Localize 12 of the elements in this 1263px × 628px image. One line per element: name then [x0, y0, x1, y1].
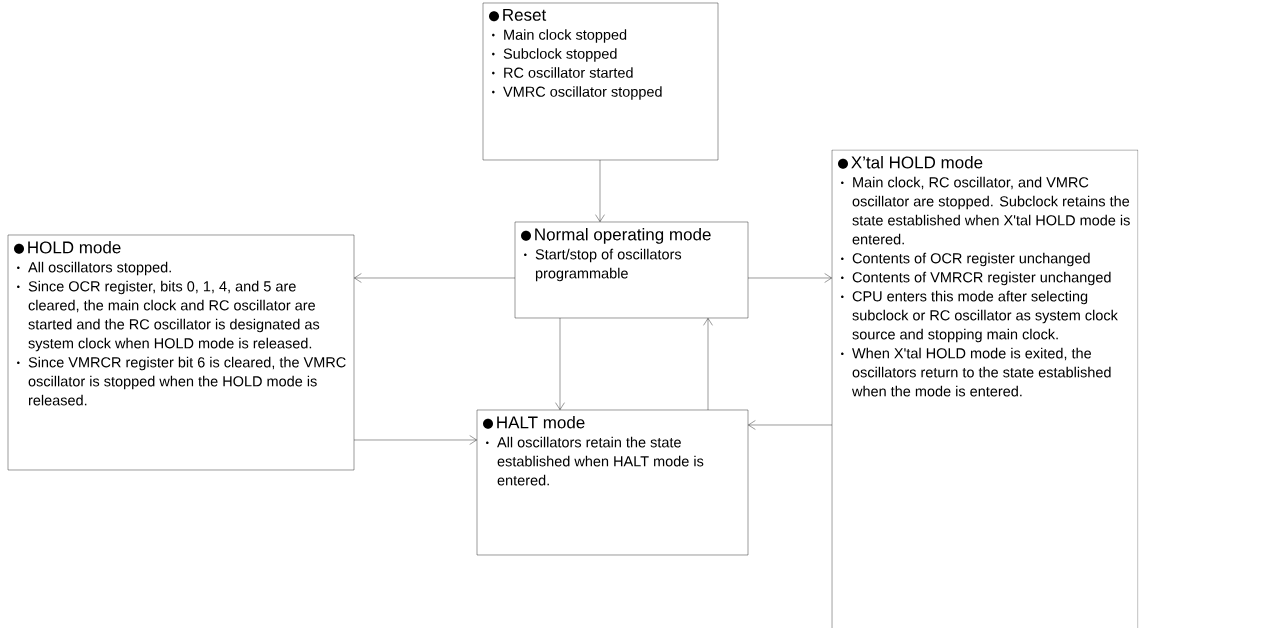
arrow — [703, 318, 713, 411]
arrow — [354, 273, 516, 283]
mode-box: Reset Main clock stopped Subclock stopped RC oscillator started VMRC oscillator stopped — [482, 2, 719, 161]
arrow — [748, 420, 833, 430]
arrow — [353, 435, 477, 445]
mode-box: Normal operating mode Start/stop of oscillators programmable — [514, 221, 749, 319]
mode-box: HALT mode All oscillators retain the state established when HALT mode is entered. — [476, 409, 749, 556]
mode-box: HOLD mode All oscillators stopped. Since OCR register, bits 0, 1, 4, and 5 are cleared, the main clock and RC oscillator are started and the RC oscillator is designated as system clock when HOLD mode is released. Since VMRCR register bit 6 is cleared, the VMRC oscillator is stopped when the HOLD mode is released. — [7, 234, 355, 471]
arrow — [555, 317, 565, 410]
arrow — [747, 273, 832, 283]
mode-box: X’tal HOLD mode Main clock, RC oscillator, and VMRC oscillator are stopped. Subclock retains the state established when X'tal HOLD mode is entered. Contents of OCR register unchanged Contents of VMRCR register unchanged CPU enters this mode after selecting subclock or RC oscillator as system clock source and stopping main clock. When X'tal HOLD mode is exited, the oscillators return to the state established when the mode is entered. — [831, 149, 1139, 628]
arrow — [595, 159, 605, 222]
